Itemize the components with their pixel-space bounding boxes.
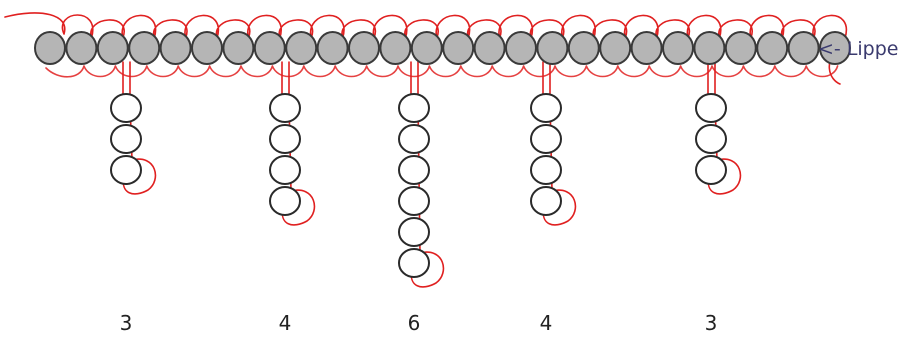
- lip-bead: [379, 31, 412, 65]
- drop-bead: [110, 155, 142, 185]
- lip-label: <- Lippe: [818, 38, 899, 60]
- lip-bead: [819, 31, 851, 65]
- lip-bead: [253, 31, 286, 65]
- lip-bead: [693, 31, 726, 65]
- lip-bead: [34, 31, 66, 65]
- lip-bead-row: [34, 31, 851, 65]
- lip-bead: [442, 31, 475, 65]
- drop-thread: [542, 61, 577, 226]
- count-label-group: 3 4 6 4 3: [120, 311, 718, 335]
- lip-bead: [567, 31, 600, 65]
- lip-bead: [191, 31, 223, 65]
- lip-bead: [662, 31, 694, 65]
- lip-bead: [159, 31, 192, 65]
- lip-bead: [724, 31, 757, 65]
- drop-bead: [269, 186, 301, 216]
- lip-bead: [536, 31, 569, 65]
- lip-bead: [222, 31, 255, 65]
- drop-bead: [530, 155, 562, 185]
- drop-bead: [695, 93, 727, 123]
- drop-thread: [122, 61, 157, 195]
- lip-bead: [756, 31, 789, 65]
- lip-thread-lower: [45, 65, 839, 78]
- drop-bead: [110, 93, 142, 123]
- lip-bead: [65, 31, 98, 65]
- drop-bead: [398, 186, 430, 216]
- lip-bead: [787, 31, 820, 65]
- drop-bead: [110, 124, 142, 154]
- drop-bead-group: [110, 93, 727, 278]
- drop-count-label: 3: [120, 311, 133, 335]
- lip-bead: [505, 31, 537, 65]
- drop-bead: [269, 93, 301, 123]
- drop-bead: [695, 124, 727, 154]
- drop-bead: [269, 124, 301, 154]
- drop-bead: [530, 186, 562, 216]
- drop-bead: [398, 155, 430, 185]
- drop-thread: [410, 61, 445, 288]
- drop-thread: [707, 61, 742, 195]
- lip-bead: [410, 31, 443, 65]
- drop-count-label: 4: [279, 311, 292, 335]
- drop-bead: [398, 248, 430, 278]
- drop-bead: [398, 217, 430, 247]
- lip-bead: [630, 31, 663, 65]
- drop-thread: [281, 61, 316, 226]
- drop-bead: [695, 155, 727, 185]
- drop-count-label: 3: [705, 311, 718, 335]
- drop-count-label: 6: [408, 311, 421, 335]
- thread-path-group: [4, 12, 848, 288]
- drop-bead: [269, 155, 301, 185]
- lip-bead: [128, 31, 161, 65]
- lip-thread: [4, 12, 848, 85]
- lip-bead: [599, 31, 632, 65]
- lip-bead: [316, 31, 349, 65]
- lip-bead: [285, 31, 318, 65]
- drop-bead: [398, 124, 430, 154]
- lip-bead: [348, 31, 380, 65]
- drop-bead: [398, 93, 430, 123]
- drop-count-label: 4: [540, 311, 553, 335]
- lip-bead: [473, 31, 506, 65]
- lip-bead: [96, 31, 129, 65]
- drop-bead: [530, 93, 562, 123]
- drop-bead: [530, 124, 562, 154]
